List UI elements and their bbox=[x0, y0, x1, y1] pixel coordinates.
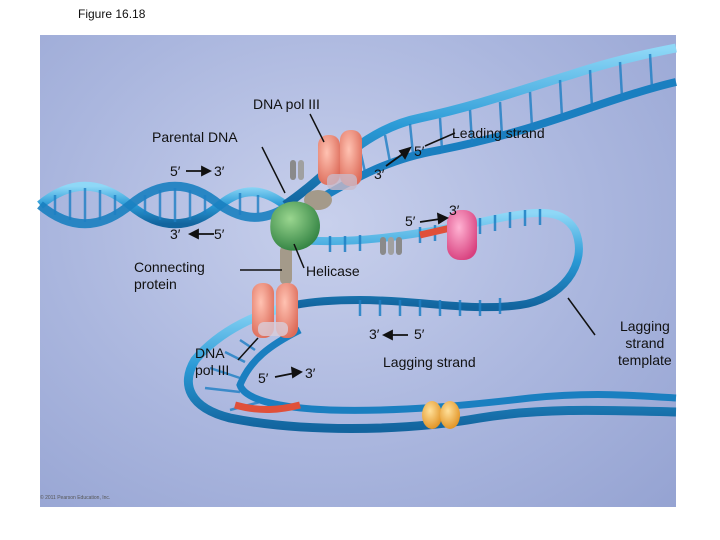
label-okazaki-5prime: 5′ bbox=[258, 370, 269, 386]
label-primer-5prime: 5′ bbox=[405, 213, 416, 229]
label-parental-5prime-lower: 5′ bbox=[214, 226, 225, 242]
dna-ligase bbox=[422, 401, 460, 429]
label-leading-5prime: 5′ bbox=[414, 143, 425, 159]
label-dna-pol-iii-bottom: DNA pol III bbox=[195, 345, 230, 378]
parental-dna-helix bbox=[37, 181, 288, 229]
arrow-head-icon bbox=[187, 228, 199, 240]
arrow-head-icon bbox=[436, 212, 449, 225]
label-leading-strand: Leading strand bbox=[452, 125, 545, 141]
label-parental-dna: Parental DNA bbox=[152, 129, 238, 145]
label-lagging-strand: Lagging strand bbox=[383, 354, 476, 370]
label-lagging-5prime: 5′ bbox=[414, 326, 425, 342]
direction-arrows bbox=[186, 146, 449, 379]
label-connecting-protein: Connecting protein bbox=[134, 259, 205, 292]
dna-pol-iii-top bbox=[318, 130, 362, 190]
arrow-head-icon bbox=[398, 146, 412, 160]
label-parental-3prime: 3′ bbox=[214, 163, 225, 179]
arrow-head-icon bbox=[201, 165, 213, 177]
arrow-head-icon bbox=[381, 329, 393, 341]
primase bbox=[447, 210, 477, 260]
label-lagging-3prime: 3′ bbox=[369, 326, 380, 342]
label-parental-5prime: 5′ bbox=[170, 163, 181, 179]
copyright-notice: © 2011 Pearson Education, Inc. bbox=[40, 495, 111, 501]
sliding-clamp-top bbox=[290, 160, 304, 180]
label-lagging-strand-template: Lagging strand template bbox=[618, 318, 672, 368]
figure-title: Figure 16.18 bbox=[78, 7, 146, 21]
label-helicase: Helicase bbox=[306, 263, 360, 279]
label-primer-3prime: 3′ bbox=[449, 202, 460, 218]
arrow-head-icon bbox=[290, 366, 303, 379]
label-leading-3prime: 3′ bbox=[374, 166, 385, 182]
dna-pol-iii-bottom bbox=[252, 283, 298, 338]
helicase bbox=[270, 201, 320, 251]
lagging-daughter-helix bbox=[183, 300, 677, 433]
label-okazaki-3prime: 3′ bbox=[305, 365, 316, 381]
leader-lines bbox=[237, 113, 596, 361]
label-dna-pol-iii-top: DNA pol III bbox=[253, 96, 320, 112]
single-strand-binding-proteins bbox=[380, 237, 402, 255]
label-parental-3prime-lower: 3′ bbox=[170, 226, 181, 242]
